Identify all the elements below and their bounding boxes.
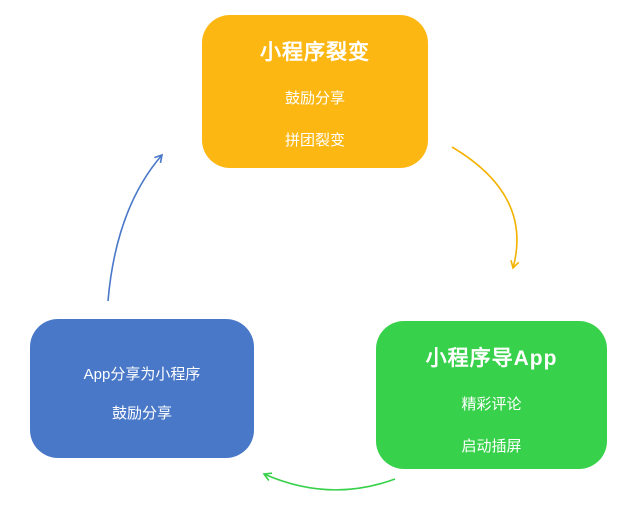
arrow-share-to-fission bbox=[107, 153, 164, 302]
node-item: 鼓励分享 bbox=[111, 405, 172, 422]
node-item: 鼓励分享 bbox=[284, 90, 345, 107]
node-item: App分享为小程序 bbox=[83, 366, 201, 383]
arrow-toapp-to-share bbox=[262, 472, 396, 491]
node-title: 小程序裂变 bbox=[260, 41, 370, 64]
arrow-fission-to-toapp bbox=[451, 146, 520, 270]
node-item: 启动插屏 bbox=[461, 438, 522, 455]
node-app-share: App分享为小程序 鼓励分享 bbox=[30, 319, 254, 458]
node-miniprogram-fission: 小程序裂变 鼓励分享 拼团裂变 bbox=[202, 15, 428, 168]
node-title: 小程序导App bbox=[425, 347, 558, 370]
node-item: 拼团裂变 bbox=[284, 132, 345, 149]
node-item: 精彩评论 bbox=[461, 396, 522, 413]
node-miniprogram-to-app: 小程序导App 精彩评论 启动插屏 bbox=[376, 321, 607, 469]
